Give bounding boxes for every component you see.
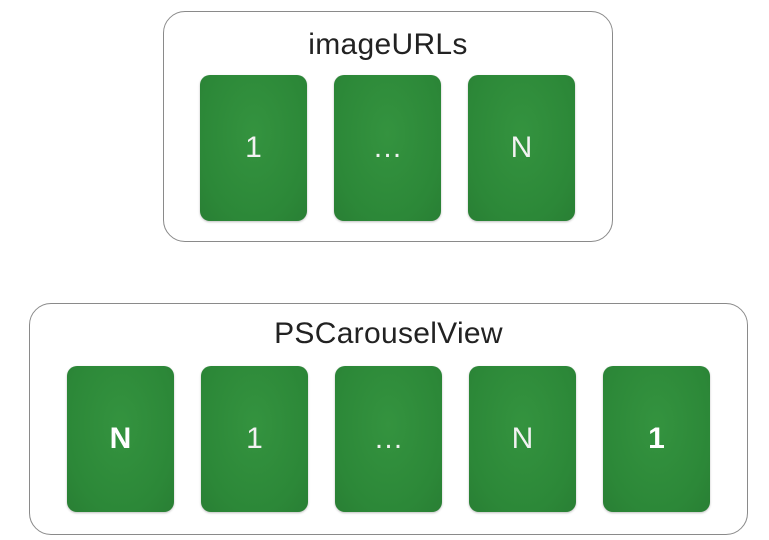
- image-url-card-n: N: [468, 75, 575, 221]
- carousel-card-1: 1: [201, 366, 308, 512]
- carousel-card-leading-n: N: [67, 366, 174, 512]
- carousel-card-n: N: [469, 366, 576, 512]
- carousel-view-title: PSCarouselView: [274, 317, 503, 350]
- image-urls-group: imageURLs 1 … N: [163, 11, 613, 242]
- carousel-view-group: PSCarouselView N 1 … N 1: [29, 303, 748, 535]
- carousel-card-ellipsis: …: [335, 366, 442, 512]
- image-url-card-ellipsis: …: [334, 75, 441, 221]
- image-url-card-1: 1: [200, 75, 307, 221]
- image-urls-title: imageURLs: [308, 28, 468, 61]
- carousel-card-trailing-1: 1: [603, 366, 710, 512]
